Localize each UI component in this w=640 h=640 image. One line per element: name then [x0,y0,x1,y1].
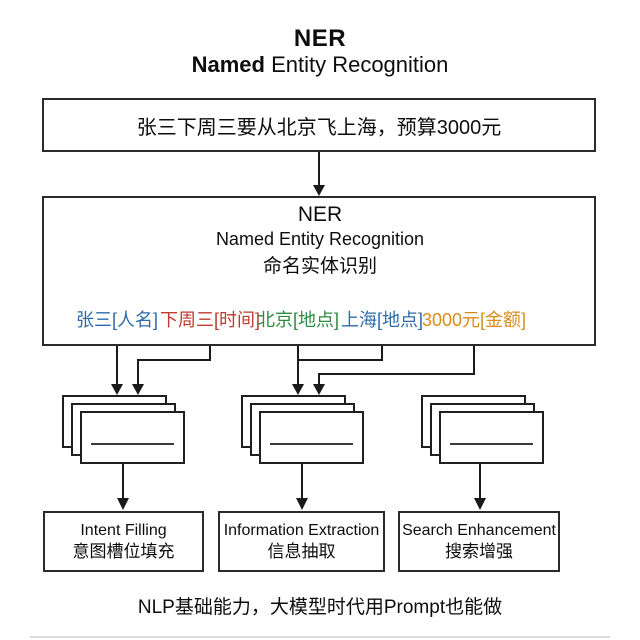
entity-label-person: 张三[人名] [75,310,159,330]
app-label-zh: 信息抽取 [267,541,336,561]
input-sentence: 张三下周三要从北京飞上海，预算3000元 [136,116,502,139]
app-label-en: Intent Filling [80,521,167,539]
doc-stack-1 [62,395,185,464]
app-box-intent-filling: Intent Filling 意图槽位填充 [43,511,204,572]
doc-stack-3 [421,395,544,464]
ner-box-subtitle-en: Named Entity Recognition [215,229,425,249]
ner-box-title: NER [297,203,343,226]
doc-stack-2 [241,395,364,464]
entity-label-time: 下周三[时间] [159,310,261,330]
stack-to-app-arrows [117,463,486,510]
app-label-en: Search Enhancement [402,521,556,539]
entity-label-amount: 3000元[金额] [421,310,527,330]
ner-box-subtitle-zh: 命名实体识别 [262,256,377,277]
subtitle-bold: Named [191,52,265,77]
app-box-information-extraction: Information Extraction 信息抽取 [218,511,385,572]
ner-box [42,196,596,346]
subtitle-rest: Entity Recognition [264,52,449,77]
input-sentence-box: 张三下周三要从北京飞上海，预算3000元 [42,98,596,152]
entity-label-location-2: 上海[地点] [340,310,424,330]
bottom-caption: NLP基础能力，大模型时代用Prompt也能做 [137,597,503,618]
page-title: NER [293,25,347,52]
app-label-en: Information Extraction [223,521,380,539]
app-label-zh: 意图槽位填充 [72,541,175,561]
input-to-ner-arrow [313,152,325,196]
entity-label-location-1: 北京[地点] [256,310,340,330]
bottom-divider [30,636,610,638]
app-box-search-enhancement: Search Enhancement 搜索增强 [398,511,560,572]
app-label-zh: 搜索增强 [445,541,513,561]
page-subtitle: Named Entity Recognition [0,52,640,78]
